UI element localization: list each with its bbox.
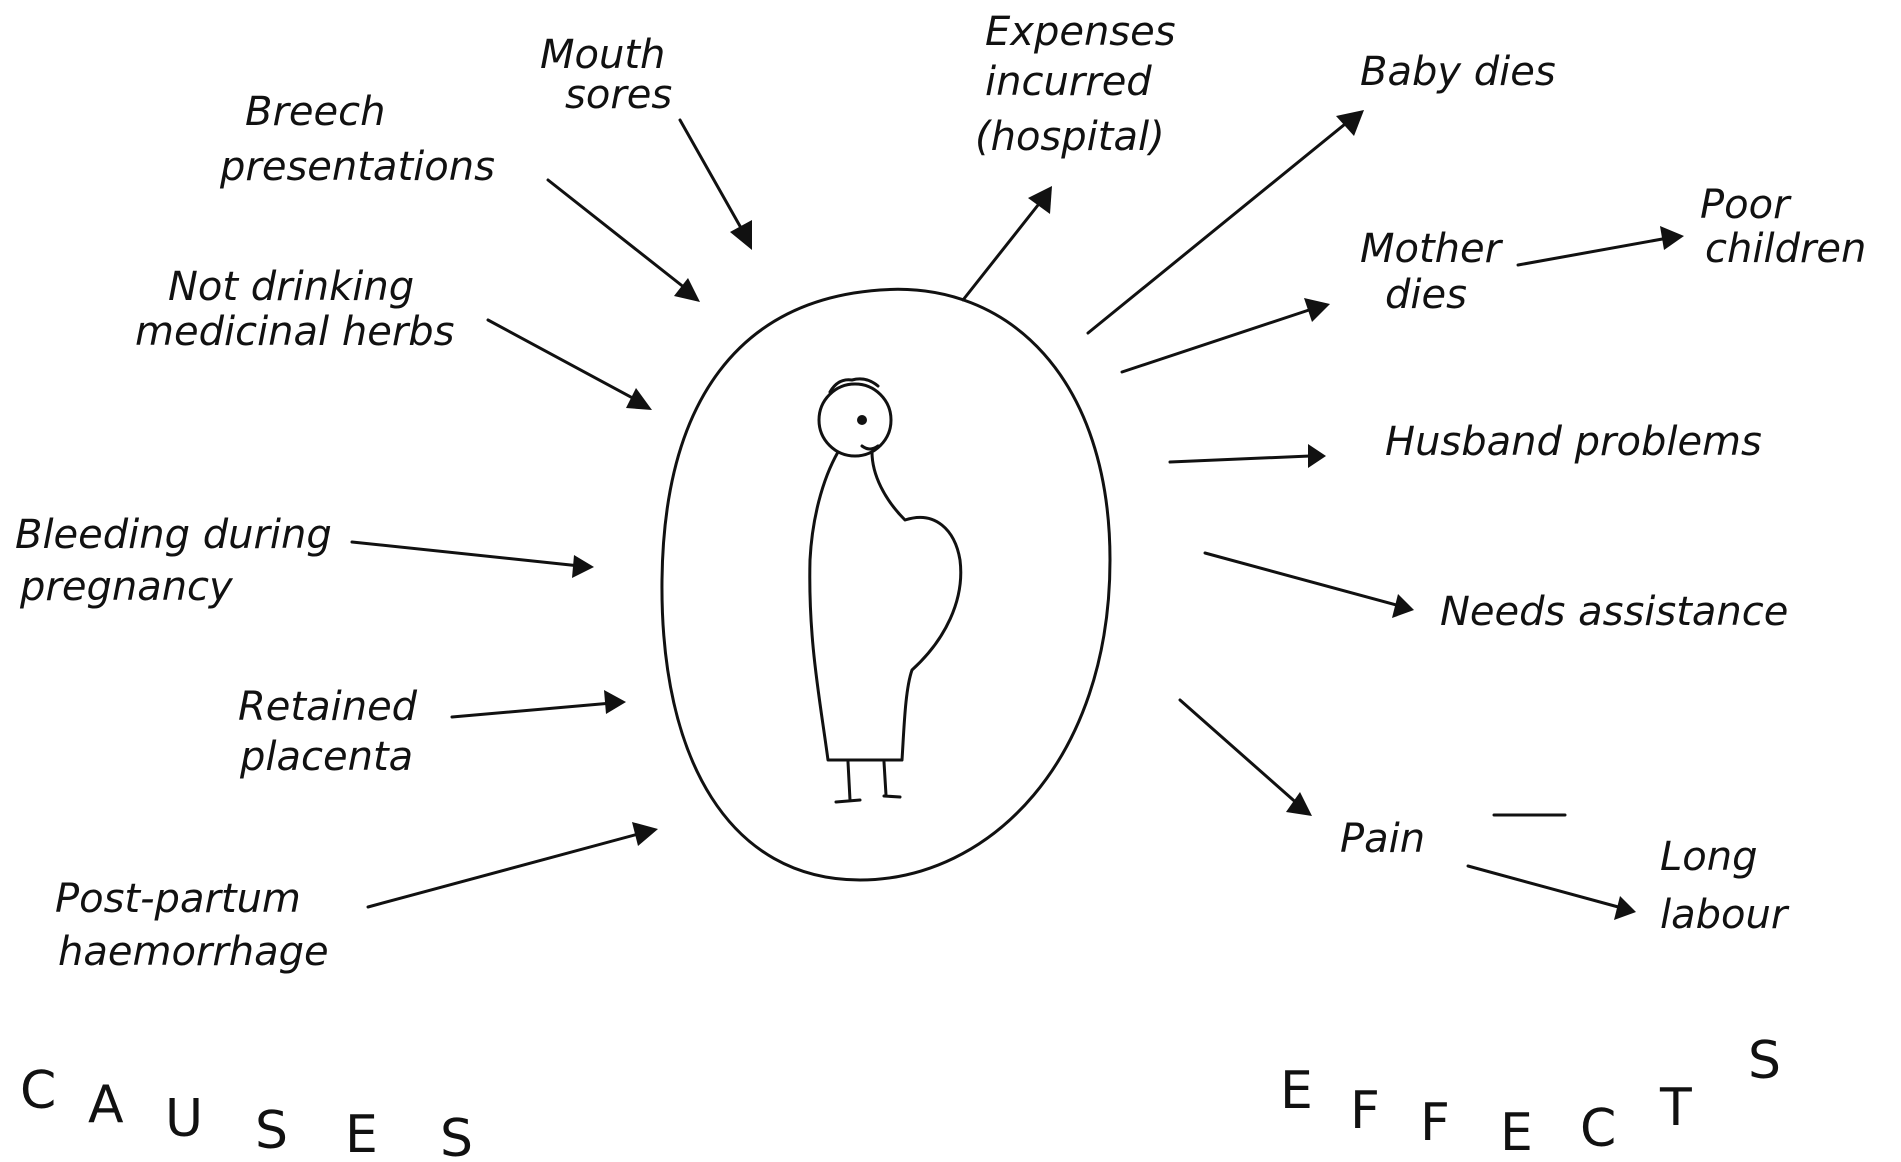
label-baby-dies: Baby dies: [1360, 49, 1556, 95]
effect-arrows: [963, 110, 1684, 920]
cause-labels: Mouth sores Breech presentations Not dri…: [15, 32, 678, 975]
effects-letter: F: [1350, 1081, 1380, 1141]
arrow-breech: [548, 180, 700, 302]
label-post-partum-haemorrhage: Post-partum haemorrhage: [55, 876, 329, 975]
effects-letter: T: [1659, 1078, 1692, 1138]
causes-heading: C A U S E S: [20, 1061, 473, 1162]
label-mouth-sores: Mouth sores: [540, 32, 678, 118]
label-retained-placenta: Retained placenta: [238, 684, 430, 780]
effects-letter: C: [1580, 1099, 1616, 1159]
causes-letter: S: [440, 1109, 473, 1162]
label-poor-children: Poor children: [1700, 182, 1866, 272]
arrow-herbs: [488, 320, 652, 410]
label-mother-dies: Mother dies: [1360, 226, 1514, 318]
label-husband-problems: Husband problems: [1385, 419, 1762, 465]
label-long-labour: Long labour: [1660, 834, 1790, 938]
label-expenses-incurred: Expenses incurred (hospital): [975, 9, 1188, 160]
causes-letter: C: [20, 1061, 56, 1121]
label-not-drinking-herbs: Not drinking medicinal herbs: [135, 264, 455, 355]
arrow-haemorrhage: [368, 822, 658, 907]
label-bleeding-during-pregnancy: Bleeding during pregnancy: [15, 512, 345, 610]
center-node: [662, 289, 1110, 880]
effect-labels: Expenses incurred (hospital) Baby dies M…: [975, 9, 1866, 938]
effects-letter: S: [1748, 1031, 1781, 1091]
causes-letter: E: [345, 1105, 378, 1162]
label-needs-assistance: Needs assistance: [1440, 589, 1788, 635]
label-pain: Pain: [1340, 816, 1425, 862]
arrow-bleeding: [352, 542, 594, 578]
arrow-assistance: [1205, 553, 1414, 618]
causes-letter: S: [255, 1101, 288, 1161]
arrow-poor-children: [1518, 226, 1684, 265]
arrow-mother-dies: [1122, 298, 1330, 372]
effects-letter: E: [1500, 1103, 1533, 1162]
label-breech-presentations: Breech presentations: [219, 89, 495, 190]
effects-heading: E F F E C T S: [1280, 1031, 1781, 1162]
causes-letter: U: [165, 1089, 203, 1149]
pregnant-woman-icon: [810, 379, 961, 802]
effects-letter: E: [1280, 1061, 1313, 1121]
arrow-husband: [1170, 444, 1326, 468]
arrow-long-labour: [1468, 866, 1636, 920]
effects-letter: F: [1420, 1093, 1450, 1153]
causes-letter: A: [88, 1075, 124, 1135]
cause-arrows: [352, 120, 752, 907]
arrow-expenses: [963, 186, 1052, 300]
arrow-placenta: [452, 690, 626, 717]
arrow-pain: [1180, 700, 1312, 816]
arrow-mouth-sores: [680, 120, 752, 250]
